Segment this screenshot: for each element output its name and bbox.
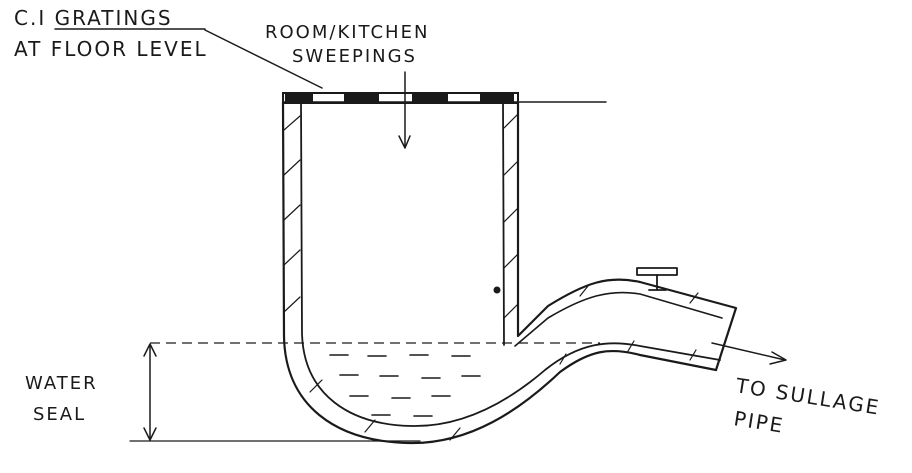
trap-right-leg-outer (516, 100, 738, 372)
debris-dot (493, 286, 501, 294)
ci-gratings (282, 92, 519, 104)
trap-right-leg-inner (502, 101, 505, 346)
trap-inner-wall (300, 101, 721, 427)
outlet-label-line2: PIPE (732, 406, 786, 438)
water-body (329, 354, 481, 417)
trap-outer-wall (281, 100, 718, 445)
sweepings-label-line2: SWEEPINGS (292, 46, 417, 67)
water-seal-label-line1: WATER (25, 373, 98, 394)
gratings-label-line2: AT FLOOR LEVEL (14, 37, 208, 61)
water-seal-dimension (143, 343, 157, 441)
wall-hatching (283, 113, 699, 441)
sweepings-arrow (398, 71, 411, 149)
outlet-flow-arrow (711, 342, 787, 365)
sweepings-label-line1: ROOM/KITCHEN (265, 22, 429, 43)
water-seal-label-line2: SEAL (33, 404, 86, 425)
outlet-pipe-inner (514, 291, 723, 347)
gratings-pointer-line (204, 29, 323, 89)
cleanout-plug (636, 267, 678, 291)
gratings-label-line1: C.I GRATINGS (14, 6, 173, 30)
